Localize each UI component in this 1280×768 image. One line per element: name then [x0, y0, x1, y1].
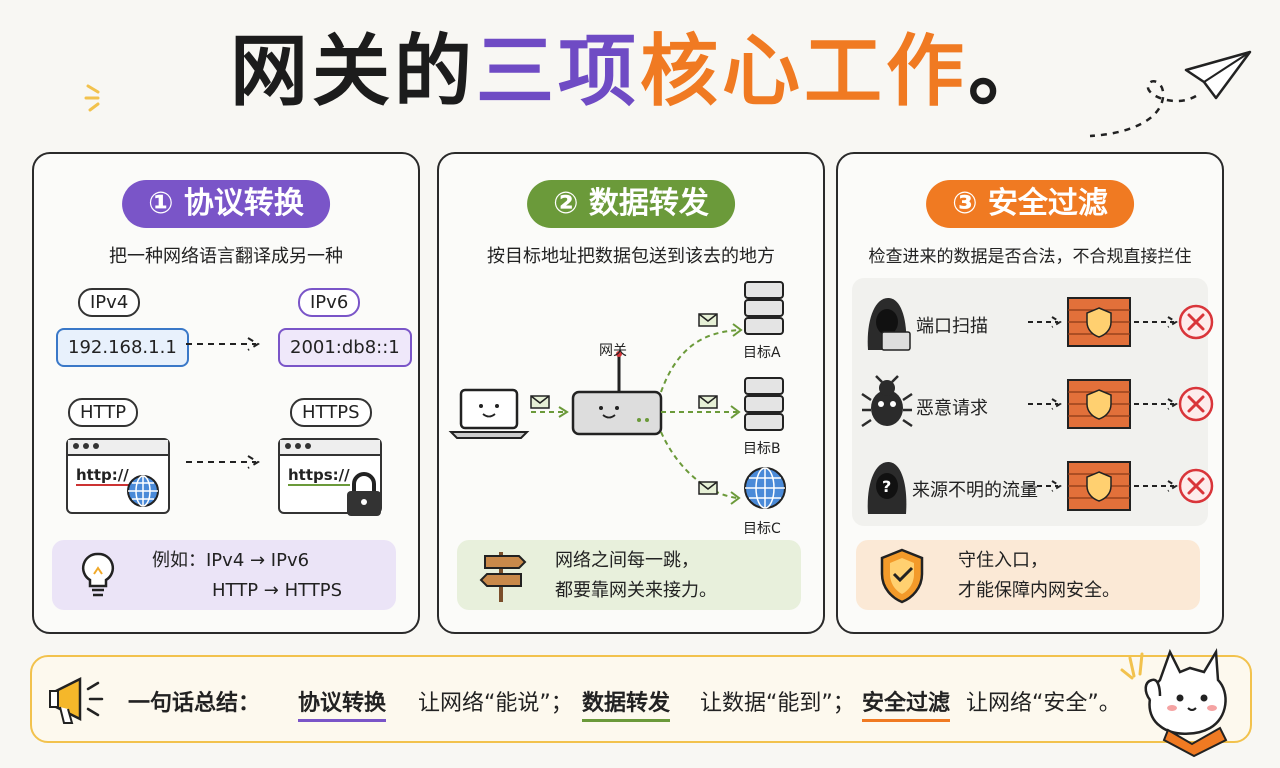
firewall-icon: [1067, 379, 1131, 429]
threat-label: 恶意请求: [916, 398, 988, 419]
note-line-1: 例如：IPv4 → IPv6: [152, 550, 310, 571]
gateway-label: 网关: [599, 343, 627, 359]
threat-list: [852, 278, 1208, 526]
arrow-icon: [1028, 398, 1062, 410]
unknown-source-icon: ?: [867, 462, 907, 514]
note-line-2: 都要靠网关来接力。: [555, 580, 717, 601]
ipv6-bubble: IPv6: [298, 288, 361, 317]
network-diagram: [448, 281, 786, 509]
badge-protocol-conversion: ① 协议转换: [122, 180, 330, 228]
http-url: http://: [76, 466, 129, 486]
cat-mascot-icon: [1120, 647, 1228, 758]
sparkle-icon: [84, 84, 100, 112]
panel-subtitle: 把一种网络语言翻译成另一种: [109, 246, 343, 267]
threat-row-unknown-traffic: ? 来源不明的流量: [852, 450, 1208, 526]
summary-key-security: 安全过滤: [862, 685, 951, 722]
shield-icon: [880, 548, 924, 604]
blocked-icon: [1187, 313, 1205, 331]
http-bubble: HTTP: [68, 398, 139, 427]
summary-key-forwarding-text: 数据转发: [582, 691, 671, 722]
firewall-diagram: [1028, 297, 1214, 511]
note-line-1: 网络之间每一跳，: [555, 550, 699, 571]
summary-key-security-text: 安全过滤: [862, 691, 951, 722]
globe-icon: [127, 475, 159, 507]
blocked-icon: [1187, 477, 1205, 495]
bug-icon: [861, 375, 913, 428]
note-line-2: HTTP → HTTPS: [212, 580, 343, 601]
note-line-1: 守住入口，: [958, 550, 1048, 571]
panel-subtitle: 按目标地址把数据包送到该去的地方: [487, 246, 775, 267]
server-icon: [744, 377, 784, 431]
arrow-icon: [186, 455, 260, 469]
arrow-icon: [1134, 316, 1178, 328]
target-b-label: 目标B: [743, 441, 781, 457]
summary-text-forwarding: 让数据“能到”；: [700, 691, 855, 716]
globe-icon: [744, 467, 786, 509]
firewall-icon: [1067, 461, 1131, 511]
summary-key-forwarding: 数据转发: [582, 685, 671, 722]
panel-data-forwarding: ② 数据转发 按目标地址把数据包送到该去的地方: [437, 152, 825, 634]
envelope-icon: [698, 395, 718, 409]
page-title: 网关的三项核心工作。: [0, 22, 1280, 122]
arrow-icon: [1028, 480, 1062, 492]
server-icon: [744, 281, 784, 335]
arrow-icon: [1028, 316, 1062, 328]
target-a-label: 目标A: [743, 345, 781, 361]
example-note: 例如：IPv4 → IPv6 HTTP → HTTPS: [52, 540, 396, 610]
panel-subtitle: 检查进来的数据是否合法，不合规直接拦住: [868, 247, 1192, 267]
title-part4: 。: [968, 27, 1051, 117]
summary-key-protocol: 协议转换: [298, 685, 387, 722]
threat-label: 端口扫描: [916, 316, 988, 337]
security-note: 守住入口， 才能保障内网安全。: [856, 540, 1200, 610]
envelope-icon: [698, 481, 718, 495]
paper-plane-icon: [1089, 50, 1252, 138]
badge-security-filtering: ③ 安全过滤: [926, 180, 1134, 228]
ipv4-bubble: IPv4: [78, 288, 141, 317]
relay-note: 网络之间每一跳， 都要靠网关来接力。: [457, 540, 801, 610]
laptop-icon: [448, 388, 530, 439]
summary-lead: 一句话总结：: [128, 691, 261, 716]
router-icon: [571, 351, 663, 436]
title-part3: 核心工作: [640, 27, 969, 117]
arrow-icon: [1134, 398, 1178, 410]
ipv6-address-box: 2001:db8::1: [278, 328, 412, 367]
note-line-2: 才能保障内网安全。: [958, 580, 1120, 601]
threat-row-port-scan: 端口扫描: [852, 286, 1208, 362]
threat-label: 来源不明的流量: [912, 480, 1038, 501]
ipv4-address-box: 192.168.1.1: [56, 328, 189, 367]
firewall-icon: [1067, 297, 1131, 347]
envelope-icon: [698, 313, 718, 327]
arrow-icon: [186, 337, 260, 351]
panel-security-filtering: ③ 安全过滤 检查进来的数据是否合法，不合规直接拦住 端口扫描 恶意请求 ? 来…: [836, 152, 1224, 634]
badge-data-forwarding: ② 数据转发: [527, 180, 735, 228]
summary-key-protocol-text: 协议转换: [298, 691, 387, 722]
svg-text:?: ?: [882, 477, 891, 496]
summary-text-protocol: 让网络“能说”；: [418, 691, 573, 716]
arrow-icon: [1134, 480, 1178, 492]
megaphone-icon: [49, 676, 104, 724]
https-url: https://: [288, 466, 350, 486]
lock-icon: [347, 472, 381, 516]
https-bubble: HTTPS: [290, 398, 372, 427]
lightbulb-icon: [81, 552, 115, 597]
threat-row-malicious-request: 恶意请求: [852, 368, 1208, 444]
summary-text-security: 让网络“安全”。: [966, 691, 1121, 716]
target-c-label: 目标C: [743, 521, 781, 537]
panel-protocol-conversion: ① 协议转换 把一种网络语言翻译成另一种 IPv4 IPv6 192.168.1…: [32, 152, 420, 634]
signpost-icon: [479, 552, 527, 602]
summary-bar: 一句话总结： 协议转换 让网络“能说”； 数据转发 让数据“能到”； 安全过滤 …: [30, 655, 1252, 743]
blocked-icon: [1187, 395, 1205, 413]
title-part1: 网关的: [229, 27, 476, 117]
title-part2: 三项: [475, 27, 640, 117]
http-browser-window: http://: [66, 438, 170, 514]
envelope-icon: [530, 395, 550, 409]
hacker-icon: [867, 298, 911, 351]
